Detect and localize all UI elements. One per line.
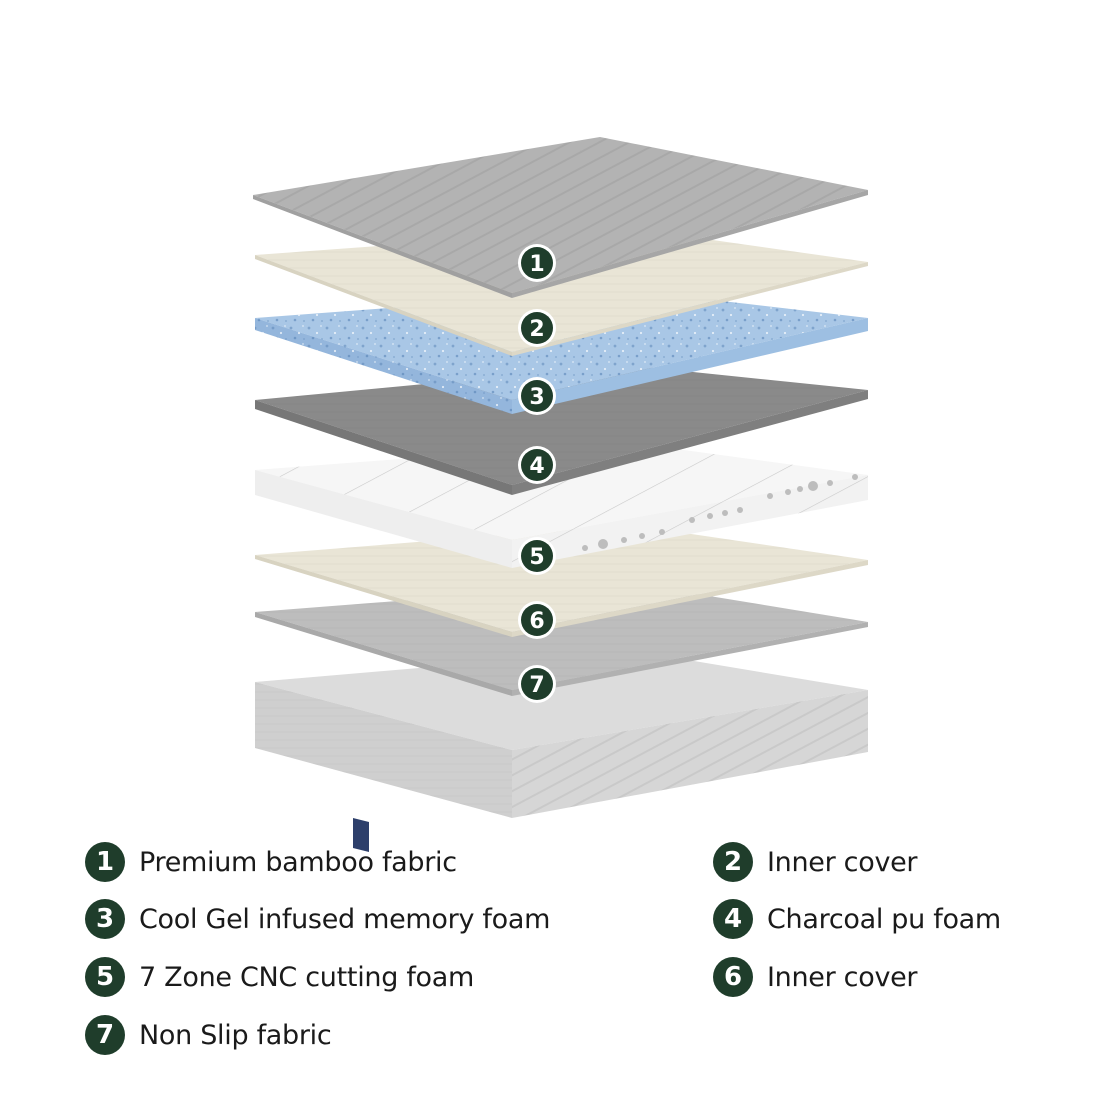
layer-marker-circle — [521, 540, 553, 572]
layer-marker-4: 4 — [518, 446, 556, 484]
layer-marker-number: 2 — [529, 317, 544, 342]
layer-zone-cnc-foam — [255, 442, 868, 568]
layer-marker-1: 1 — [518, 244, 556, 282]
layer-marker-number: 6 — [529, 609, 544, 634]
mattress-base — [255, 650, 868, 853]
mattress-base-top — [255, 650, 868, 750]
layer-gel-memory-foam — [255, 290, 868, 414]
layer-marker-circle — [521, 312, 553, 344]
layer-non-slip-fabric — [255, 583, 868, 696]
layer-marker-2: 2 — [518, 309, 556, 347]
layer-marker-number: 4 — [529, 454, 544, 479]
layer-marker-number: 7 — [529, 673, 544, 698]
layer-marker-6: 6 — [518, 601, 556, 639]
layer-marker-number: 3 — [529, 385, 544, 410]
layer-marker-number: 1 — [529, 252, 544, 277]
layer-markers: 1 2 3 4 5 6 7 — [518, 244, 556, 703]
layer-marker-circle — [521, 380, 553, 412]
layer-marker-number: 5 — [529, 545, 544, 570]
layer-marker-circle — [521, 604, 553, 636]
layer-marker-3: 3 — [518, 377, 556, 415]
layer-marker-circle — [521, 247, 553, 279]
layer-marker-5: 5 — [518, 537, 556, 575]
layer-inner-cover-upper — [255, 228, 868, 356]
layer-inner-cover-lower — [255, 525, 868, 637]
layer-charcoal-foam — [255, 365, 868, 495]
mattress-brand-tag — [353, 818, 369, 853]
layer-marker-7: 7 — [518, 665, 556, 703]
zone-foam-air-holes — [582, 474, 858, 551]
layer-marker-circle — [521, 668, 553, 700]
layer-marker-circle — [521, 449, 553, 481]
layer-bamboo-fabric — [253, 137, 868, 298]
